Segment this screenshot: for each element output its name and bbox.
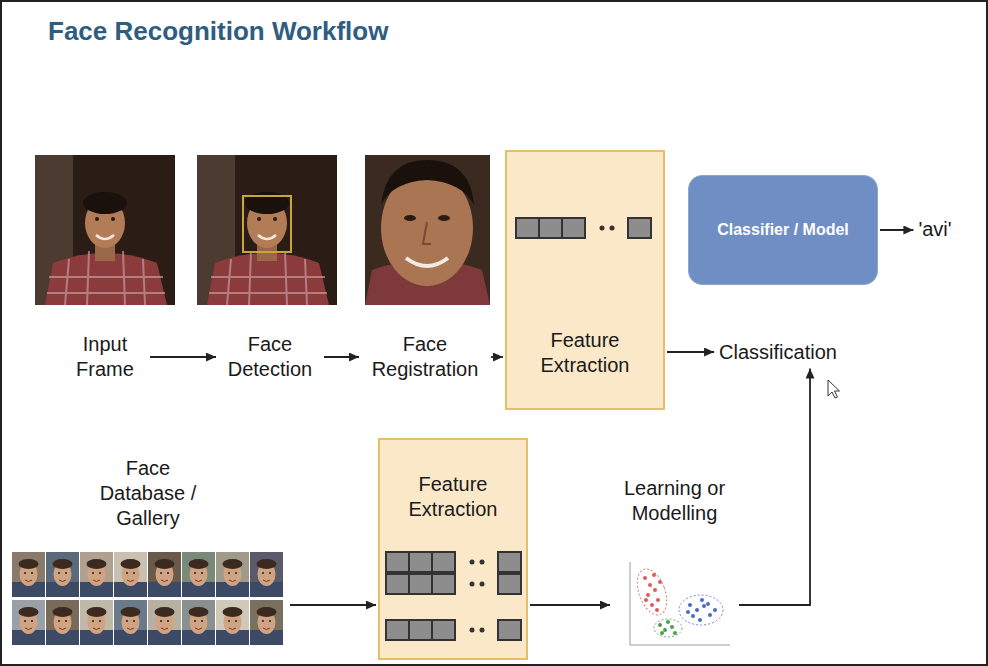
flow-arrow <box>530 604 610 606</box>
step-label: Input Frame <box>62 330 148 384</box>
flow-arrow <box>739 369 810 606</box>
gallery-group: Face Database / Gallery <box>8 454 288 650</box>
output-label: 'avi' <box>915 215 954 244</box>
feature-panel: Feature Extraction <box>378 438 528 660</box>
model-box: Classifier / Model <box>688 175 878 285</box>
diagram-title: Face Recognition Workflow <box>48 16 388 47</box>
node-text: Classifier / Model <box>717 220 849 240</box>
detection-box <box>243 196 291 252</box>
node-text: Face Detection <box>221 332 319 382</box>
flow-arrow <box>150 356 216 358</box>
bottom-feature-panel-fill <box>378 438 528 660</box>
node-text: Face Registration <box>364 332 486 382</box>
registration-photo <box>365 155 490 305</box>
node-text: Input Frame <box>65 332 145 382</box>
flow-arrow <box>667 351 714 353</box>
flow-arrow <box>491 356 503 358</box>
node-text: Feature Extraction <box>511 328 659 378</box>
node-text: Learning or Modelling <box>612 476 737 526</box>
flow-arrow <box>324 356 359 358</box>
scatter-plot <box>622 560 732 650</box>
step-label: Classification <box>716 338 840 367</box>
learning-group: Learning or Modelling <box>612 470 737 655</box>
input-photo <box>35 155 175 305</box>
detection-photo <box>197 155 337 305</box>
step-label: Face Registration <box>361 330 489 384</box>
feature-panel: Feature Extraction <box>505 150 665 410</box>
flow-arrow <box>880 229 913 231</box>
node-text: Classification <box>719 340 837 365</box>
top-feature-panel-fill <box>505 150 665 410</box>
node-text: Feature Extraction <box>384 472 522 522</box>
mouse-cursor <box>828 380 840 398</box>
flow-arrow <box>290 604 376 606</box>
node-text: Face Database / Gallery <box>92 456 204 531</box>
node-text: 'avi' <box>918 217 951 242</box>
step-label: Face Detection <box>218 330 322 384</box>
gallery-faces <box>12 552 283 645</box>
